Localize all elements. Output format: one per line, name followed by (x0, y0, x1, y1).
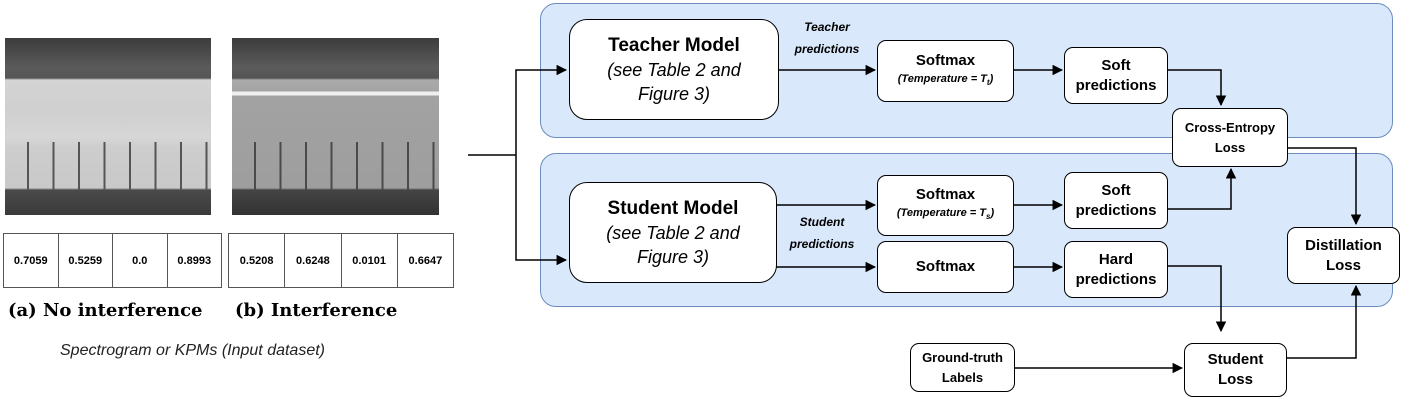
kpm-value: 0.8993 (177, 254, 212, 267)
kpm-value: 0.6647 (408, 254, 443, 267)
teacher-soft-predictions-box: Soft predictions (1064, 47, 1168, 104)
student-predictions-label: Student predictions (789, 215, 855, 251)
hard-to-student-loss (1168, 265, 1227, 333)
input-to-teacher (515, 64, 568, 155)
input-to-student (515, 155, 568, 266)
teacher-model-box: Teacher Model (see Table 2 and Figure 3) (569, 19, 779, 120)
kpm-value: 0.5208 (229, 234, 286, 287)
input-dataset-caption: Spectrogram or KPMs (Input dataset) (60, 342, 325, 359)
kpm-value: 0.5259 (59, 234, 113, 287)
kpm-table-interference: 0.5208 0.6248 0.0101 0.6647 (228, 233, 454, 288)
caption-interference: (b) Interference (235, 300, 398, 321)
student-softmax-temp-box: Softmax (Temperature = Ts) (877, 175, 1014, 236)
kpm-value: 0.0101 (342, 234, 398, 287)
ground-truth-labels-box: Ground-truth Labels (910, 343, 1015, 392)
spectrogram-no-interference (5, 38, 211, 215)
kpm-table-no-interference: 0.7059 0.5259 0.0 0.8993 (3, 233, 222, 288)
hard-predictions-box: Hard predictions (1064, 241, 1168, 298)
student-soft-predictions-box: Soft predictions (1064, 172, 1168, 229)
caption-no-interference: (a) No interference (8, 300, 203, 321)
distillation-loss-box: Distillation Loss (1287, 227, 1400, 284)
cross-entropy-loss-box: Cross-Entropy Loss (1172, 108, 1288, 167)
student-softmax-box: Softmax (877, 241, 1014, 293)
kpm-value: 0.7059 (4, 234, 59, 287)
spectrogram-lines (5, 142, 211, 190)
ce-to-distillation (1288, 147, 1362, 226)
student-loss-to-distillation (1287, 284, 1362, 359)
teacher-softmax-box: Softmax (Temperature = Tt) (877, 40, 1014, 102)
spectrogram-interference (232, 38, 439, 215)
kpm-value: 0.6248 (285, 234, 342, 287)
teacher-soft-to-ce (1168, 69, 1227, 107)
spectrogram-lines (232, 142, 439, 190)
student-loss-box: Student Loss (1184, 343, 1287, 397)
student-model-box: Student Model (see Table 2 and Figure 3) (569, 182, 777, 283)
student-soft-to-ce (1168, 167, 1237, 210)
teacher-predictions-label: Teacher predictions (794, 20, 860, 56)
kpm-value: 0.0 (113, 234, 168, 287)
